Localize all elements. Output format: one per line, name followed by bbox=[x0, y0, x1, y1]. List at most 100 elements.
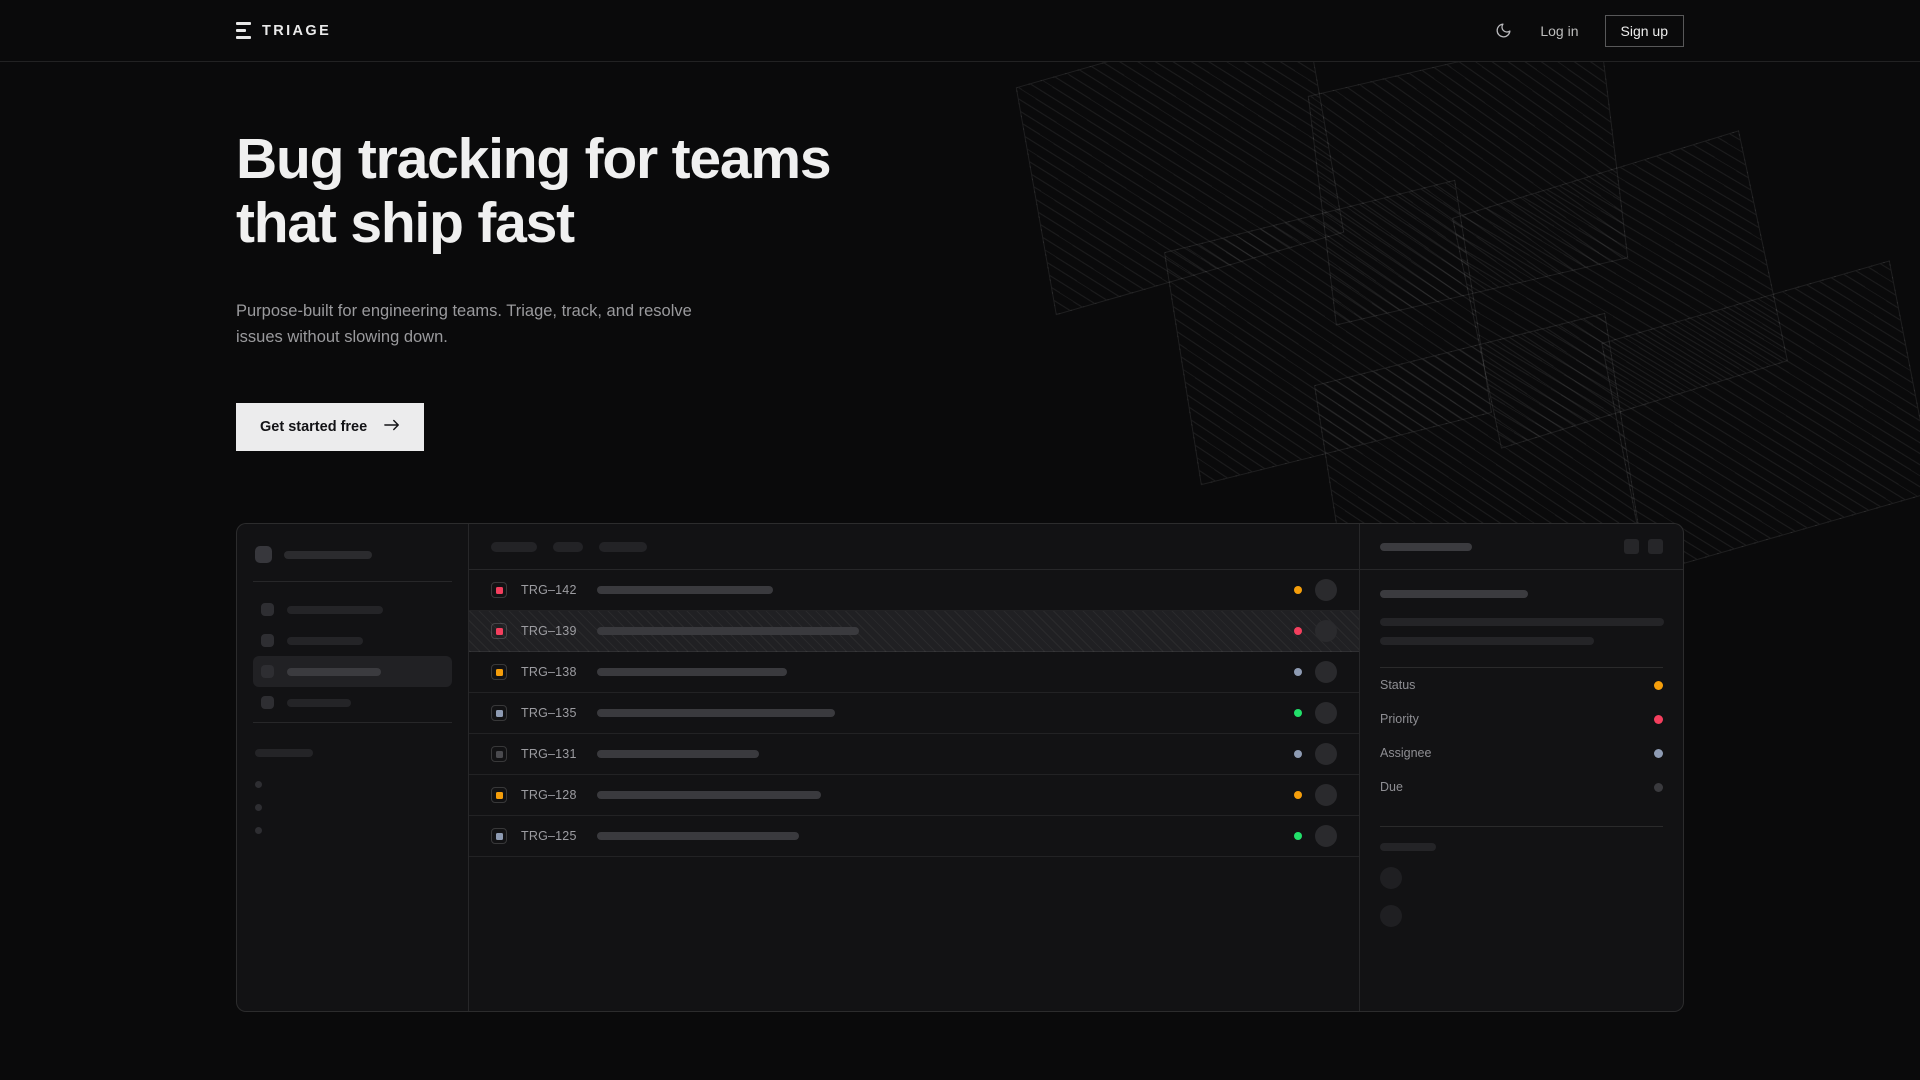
issue-row[interactable]: TRG–138 bbox=[469, 652, 1359, 694]
issue-row[interactable]: TRG–142 bbox=[469, 570, 1359, 612]
detail-action-button-2[interactable] bbox=[1648, 539, 1663, 555]
priority-icon bbox=[491, 623, 507, 640]
priority-icon bbox=[491, 582, 507, 599]
brand-name: TRIAGE bbox=[262, 22, 332, 39]
issue-row[interactable]: TRG–128 bbox=[469, 775, 1359, 817]
sidebar-sub-dot-icon bbox=[255, 827, 262, 835]
detail-field-label: Priority bbox=[1380, 712, 1419, 727]
sidebar-sub-items bbox=[253, 773, 452, 842]
signup-button[interactable]: Sign up bbox=[1604, 14, 1684, 47]
login-link[interactable]: Log in bbox=[1540, 22, 1579, 39]
priority-icon bbox=[491, 705, 507, 722]
header-actions: Log in Sign up bbox=[1492, 14, 1684, 47]
issue-title-skeleton bbox=[597, 668, 787, 677]
issue-id: TRG–131 bbox=[521, 747, 577, 762]
assignee-avatar bbox=[1315, 784, 1337, 807]
assignee-avatar bbox=[1315, 661, 1337, 684]
detail-field-value-dot-icon bbox=[1654, 782, 1663, 792]
sidebar-nav-icon bbox=[261, 696, 274, 710]
issue-row[interactable]: TRG–125 bbox=[469, 816, 1359, 858]
priority-icon bbox=[491, 787, 507, 804]
toolbar-chip-3[interactable] bbox=[599, 541, 647, 552]
brand-logo[interactable]: TRIAGE bbox=[236, 22, 331, 39]
status-dot-icon bbox=[1294, 586, 1302, 595]
cta-label: Get started free bbox=[260, 419, 368, 436]
issue-list-empty-space bbox=[469, 857, 1359, 1011]
detail-body-line-1 bbox=[1380, 618, 1664, 627]
issue-title-skeleton bbox=[597, 627, 859, 636]
workspace-switcher[interactable] bbox=[253, 540, 452, 577]
assignee-avatar bbox=[1315, 743, 1337, 766]
detail-panel-header bbox=[1360, 524, 1683, 571]
sidebar-nav-label-skeleton bbox=[287, 698, 351, 707]
status-dot-icon bbox=[1294, 627, 1302, 636]
detail-title-skeleton bbox=[1380, 542, 1472, 551]
issue-row-meta bbox=[1294, 702, 1337, 725]
hero-subtitle: Purpose-built for engineering teams. Tri… bbox=[236, 301, 692, 347]
issue-id: TRG–138 bbox=[521, 665, 577, 680]
sidebar-sub-item-1[interactable] bbox=[253, 773, 452, 796]
hero-section: Bug tracking for teams that ship fast Pu… bbox=[0, 127, 1920, 452]
workspace-icon bbox=[255, 546, 272, 564]
detail-footer-avatar-1 bbox=[1380, 867, 1402, 890]
sidebar-nav-label-skeleton bbox=[287, 667, 381, 676]
sidebar-nav-item-4[interactable] bbox=[253, 687, 452, 718]
sidebar-nav-icon bbox=[261, 665, 274, 679]
site-header: TRIAGE Log in Sign up bbox=[0, 0, 1920, 62]
issue-title-skeleton bbox=[597, 586, 773, 595]
detail-field-label: Status bbox=[1380, 678, 1416, 693]
sidebar-nav-item-3[interactable] bbox=[253, 656, 452, 688]
sidebar-nav-icon bbox=[261, 634, 274, 648]
detail-field-due[interactable]: Due bbox=[1380, 770, 1663, 804]
issue-id: TRG–142 bbox=[521, 583, 577, 598]
detail-field-label: Assignee bbox=[1380, 746, 1432, 761]
issue-id: TRG–125 bbox=[521, 829, 577, 844]
issue-row-meta bbox=[1294, 743, 1337, 766]
status-dot-icon bbox=[1294, 832, 1302, 841]
sidebar-nav-item-2[interactable] bbox=[253, 625, 452, 656]
arrow-right-icon bbox=[384, 419, 400, 435]
detail-action-button-1[interactable] bbox=[1624, 539, 1639, 555]
hero-title-line-1: Bug tracking for teams bbox=[236, 127, 832, 191]
assignee-avatar bbox=[1315, 579, 1337, 602]
issue-row[interactable]: TRG–139 bbox=[469, 611, 1359, 653]
toolbar-chip-2[interactable] bbox=[553, 541, 583, 552]
sidebar-divider-bottom bbox=[253, 722, 452, 724]
detail-field-value-dot-icon bbox=[1654, 680, 1663, 690]
sidebar-sub-dot-icon bbox=[255, 804, 262, 812]
assignee-avatar bbox=[1315, 702, 1337, 725]
get-started-button[interactable]: Get started free bbox=[236, 403, 425, 452]
sidebar-sub-item-3[interactable] bbox=[253, 819, 452, 842]
hero-title-line-2: that ship fast bbox=[236, 190, 575, 255]
detail-field-assignee[interactable]: Assignee bbox=[1380, 736, 1663, 770]
detail-field-priority[interactable]: Priority bbox=[1380, 702, 1663, 736]
sidebar-nav-label-skeleton bbox=[287, 605, 383, 614]
stacked-bars-logo-icon bbox=[236, 22, 251, 39]
sidebar-nav-item-1[interactable] bbox=[253, 594, 452, 625]
detail-field-status[interactable]: Status bbox=[1380, 668, 1663, 702]
moon-icon[interactable] bbox=[1492, 20, 1514, 42]
detail-field-label: Due bbox=[1380, 780, 1403, 795]
issue-row[interactable]: TRG–135 bbox=[469, 693, 1359, 735]
detail-body-line-2 bbox=[1380, 637, 1594, 646]
sidebar-sub-item-2[interactable] bbox=[253, 796, 452, 819]
detail-divider-1 bbox=[1380, 667, 1663, 669]
assignee-avatar bbox=[1315, 620, 1337, 643]
workspace-label-skeleton bbox=[284, 550, 372, 559]
issue-row[interactable]: TRG–131 bbox=[469, 734, 1359, 776]
issue-list-toolbar bbox=[469, 524, 1359, 571]
priority-icon bbox=[491, 828, 507, 845]
assignee-avatar bbox=[1315, 825, 1337, 848]
detail-footer-label-skeleton bbox=[1380, 843, 1436, 852]
detail-field-value-dot-icon bbox=[1654, 714, 1663, 724]
issue-title-skeleton bbox=[597, 791, 821, 800]
detail-footer-avatar-2 bbox=[1380, 905, 1402, 928]
issue-id: TRG–135 bbox=[521, 706, 577, 721]
issue-id: TRG–139 bbox=[521, 624, 577, 639]
toolbar-chip-1[interactable] bbox=[491, 541, 537, 552]
priority-icon bbox=[491, 664, 507, 681]
